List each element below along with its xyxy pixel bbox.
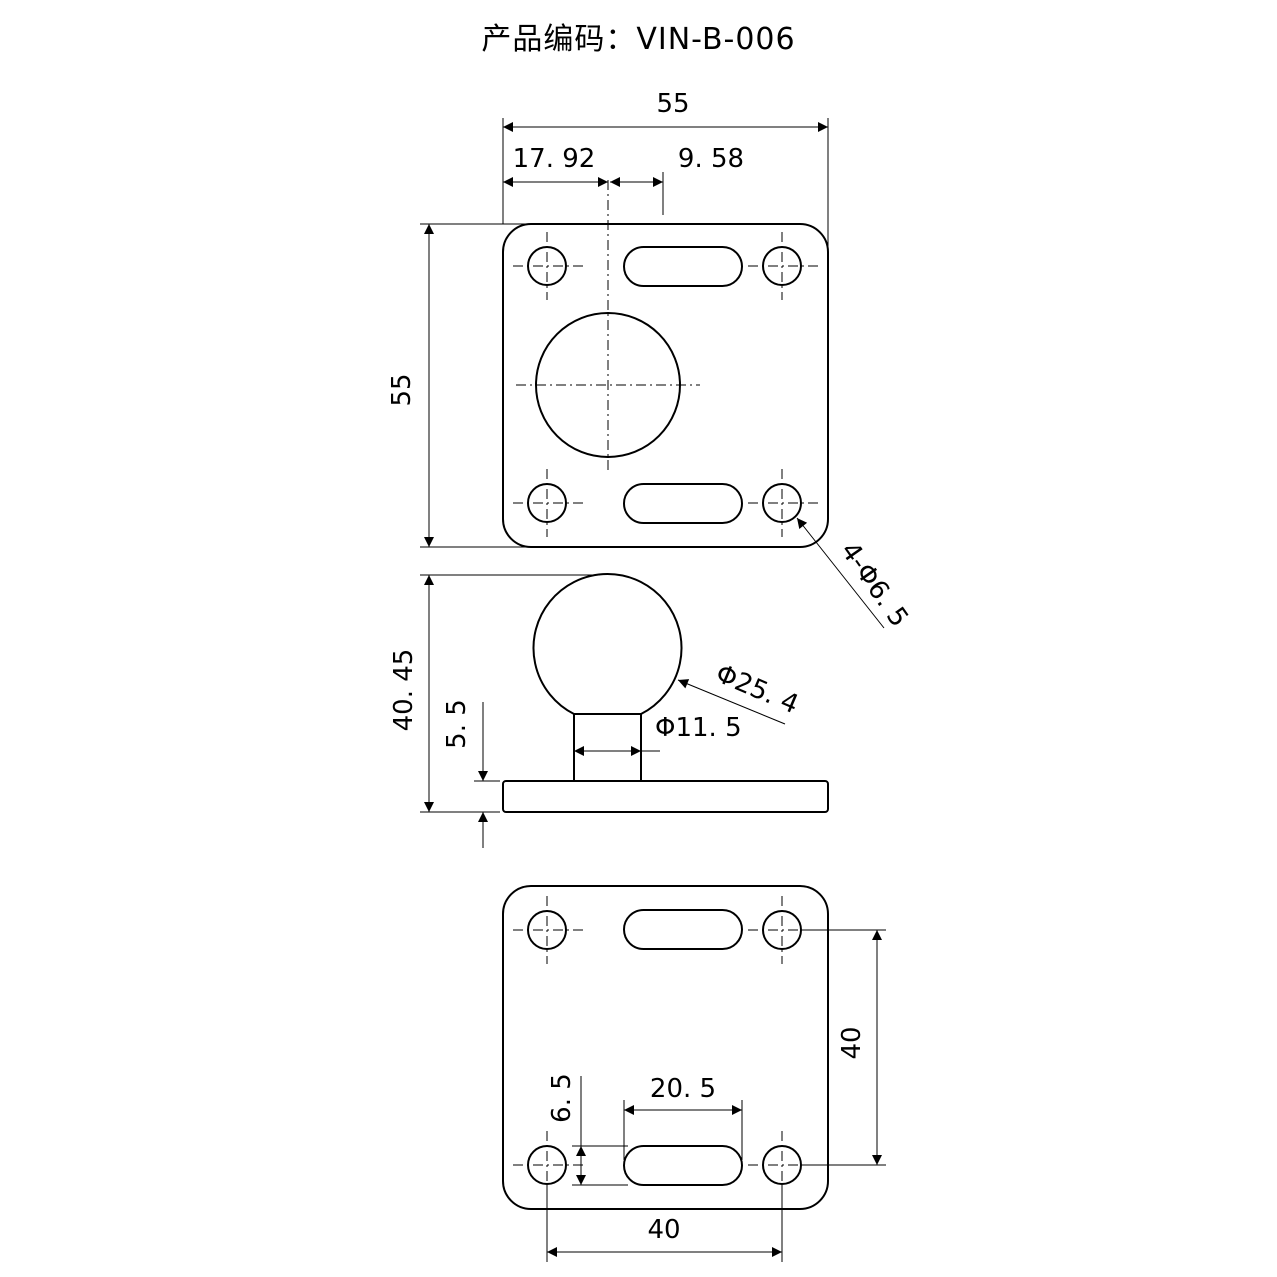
ball: [532, 573, 683, 715]
top-slot: [623, 909, 743, 950]
top-slot: [623, 246, 743, 287]
dim-text: 55: [656, 89, 689, 119]
neck: [573, 713, 642, 782]
bottom-plate-outline: [502, 885, 829, 1210]
top-view-holes: [513, 232, 818, 537]
bottom-slot: [623, 483, 743, 524]
dim-text: 6. 5: [547, 1073, 577, 1123]
dim-slot-length: 20. 5: [623, 1074, 743, 1160]
dim-base-thickness: 5. 5: [442, 699, 500, 848]
dim-total-height: 40. 45: [389, 574, 600, 813]
dim-text: 40. 45: [389, 649, 419, 732]
bottom-view-holes: [513, 896, 818, 1199]
dim-text: 17. 92: [513, 144, 596, 174]
dim-slot-width: 6. 5: [547, 1073, 628, 1186]
dim-text: Φ11. 5: [655, 713, 742, 743]
top-plate-outline: [502, 223, 829, 548]
dim-offsets: 17. 92 9. 58: [503, 144, 744, 215]
side-view: 40. 45 5. 5 Φ25. 4 Φ11. 5: [389, 573, 829, 848]
dim-hole-spacing-vertical: 40: [800, 929, 886, 1166]
base-plate: [502, 780, 829, 813]
bottom-view: 40 20. 5 6. 5 40: [502, 885, 886, 1262]
dim-text: 20. 5: [650, 1074, 716, 1104]
bottom-slot: [623, 1145, 743, 1186]
dim-text: 55: [387, 373, 417, 406]
product-code-title: 产品编码：VIN-B-006: [481, 22, 796, 57]
dim-hole-callout: 4-Φ6. 5: [796, 517, 914, 633]
dim-text: 5. 5: [442, 699, 472, 749]
dim-text: 9. 58: [678, 144, 744, 174]
dim-text: 40: [647, 1215, 680, 1245]
dim-text: 40: [837, 1026, 867, 1059]
dim-text: Φ25. 4: [711, 659, 802, 720]
top-view: 55 17. 92 9. 58 55 4-Φ6. 5: [387, 89, 914, 633]
dim-text: 4-Φ6. 5: [834, 537, 914, 633]
dim-neck-diameter: Φ11. 5: [574, 713, 742, 756]
dim-hole-spacing-horizontal: 40: [546, 1185, 783, 1262]
dim-top-width: 55: [502, 89, 829, 250]
dim-top-height: 55: [387, 223, 530, 548]
